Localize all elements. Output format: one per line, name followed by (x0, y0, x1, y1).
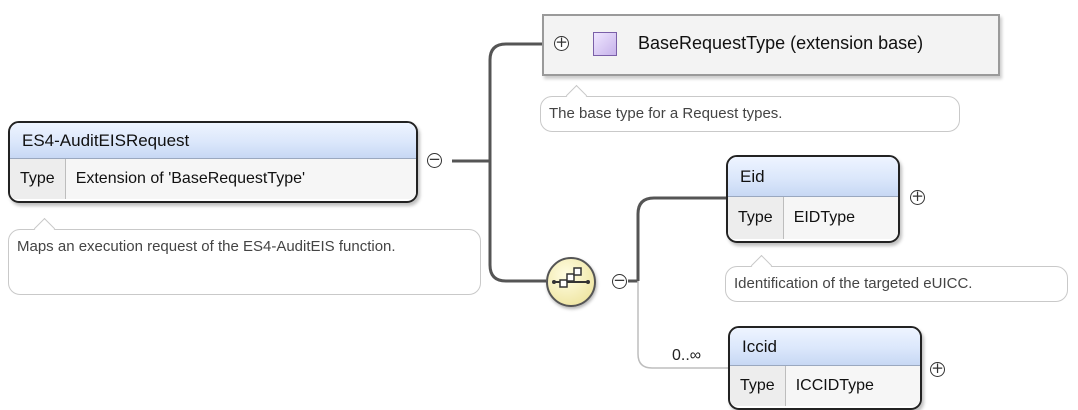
base-annotation: The base type for a Request types. (540, 96, 960, 132)
element-eid-type-label: Type (728, 197, 784, 239)
element-eid-type-value: EIDType (783, 197, 898, 239)
complex-type-icon (593, 32, 617, 56)
sequence-compositor-icon[interactable] (546, 257, 596, 307)
element-iccid-name: Iccid (730, 328, 920, 366)
element-root-name: ES4-AuditEISRequest (10, 123, 416, 159)
root-annotation: Maps an execution request of the ES4-Aud… (8, 229, 481, 295)
iccid-multiplicity: 0..∞ (672, 347, 702, 364)
extension-base-box[interactable]: + BaseRequestType (extension base) (542, 14, 1000, 76)
extension-base-name: BaseRequestType (extension base) (638, 33, 924, 53)
element-iccid-type-value: ICCIDType (785, 366, 920, 406)
base-expand-toggle[interactable]: + (554, 33, 569, 51)
element-eid-name: Eid (728, 157, 898, 197)
root-collapse-toggle[interactable]: − (427, 150, 442, 168)
element-root[interactable]: ES4-AuditEISRequest Type Extension of 'B… (8, 121, 418, 203)
element-root-type-value: Extension of 'BaseRequestType' (65, 159, 416, 199)
element-eid[interactable]: Eid Type EIDType (726, 155, 900, 243)
element-iccid-type-label: Type (730, 366, 786, 406)
eid-expand-toggle[interactable]: + (910, 187, 925, 205)
eid-annotation: Identification of the targeted eUICC. (725, 266, 1068, 302)
iccid-expand-toggle[interactable]: + (930, 359, 945, 377)
element-root-type-label: Type (10, 159, 66, 199)
element-iccid[interactable]: Iccid Type ICCIDType (728, 326, 922, 410)
sequence-collapse-toggle[interactable]: − (612, 271, 627, 289)
